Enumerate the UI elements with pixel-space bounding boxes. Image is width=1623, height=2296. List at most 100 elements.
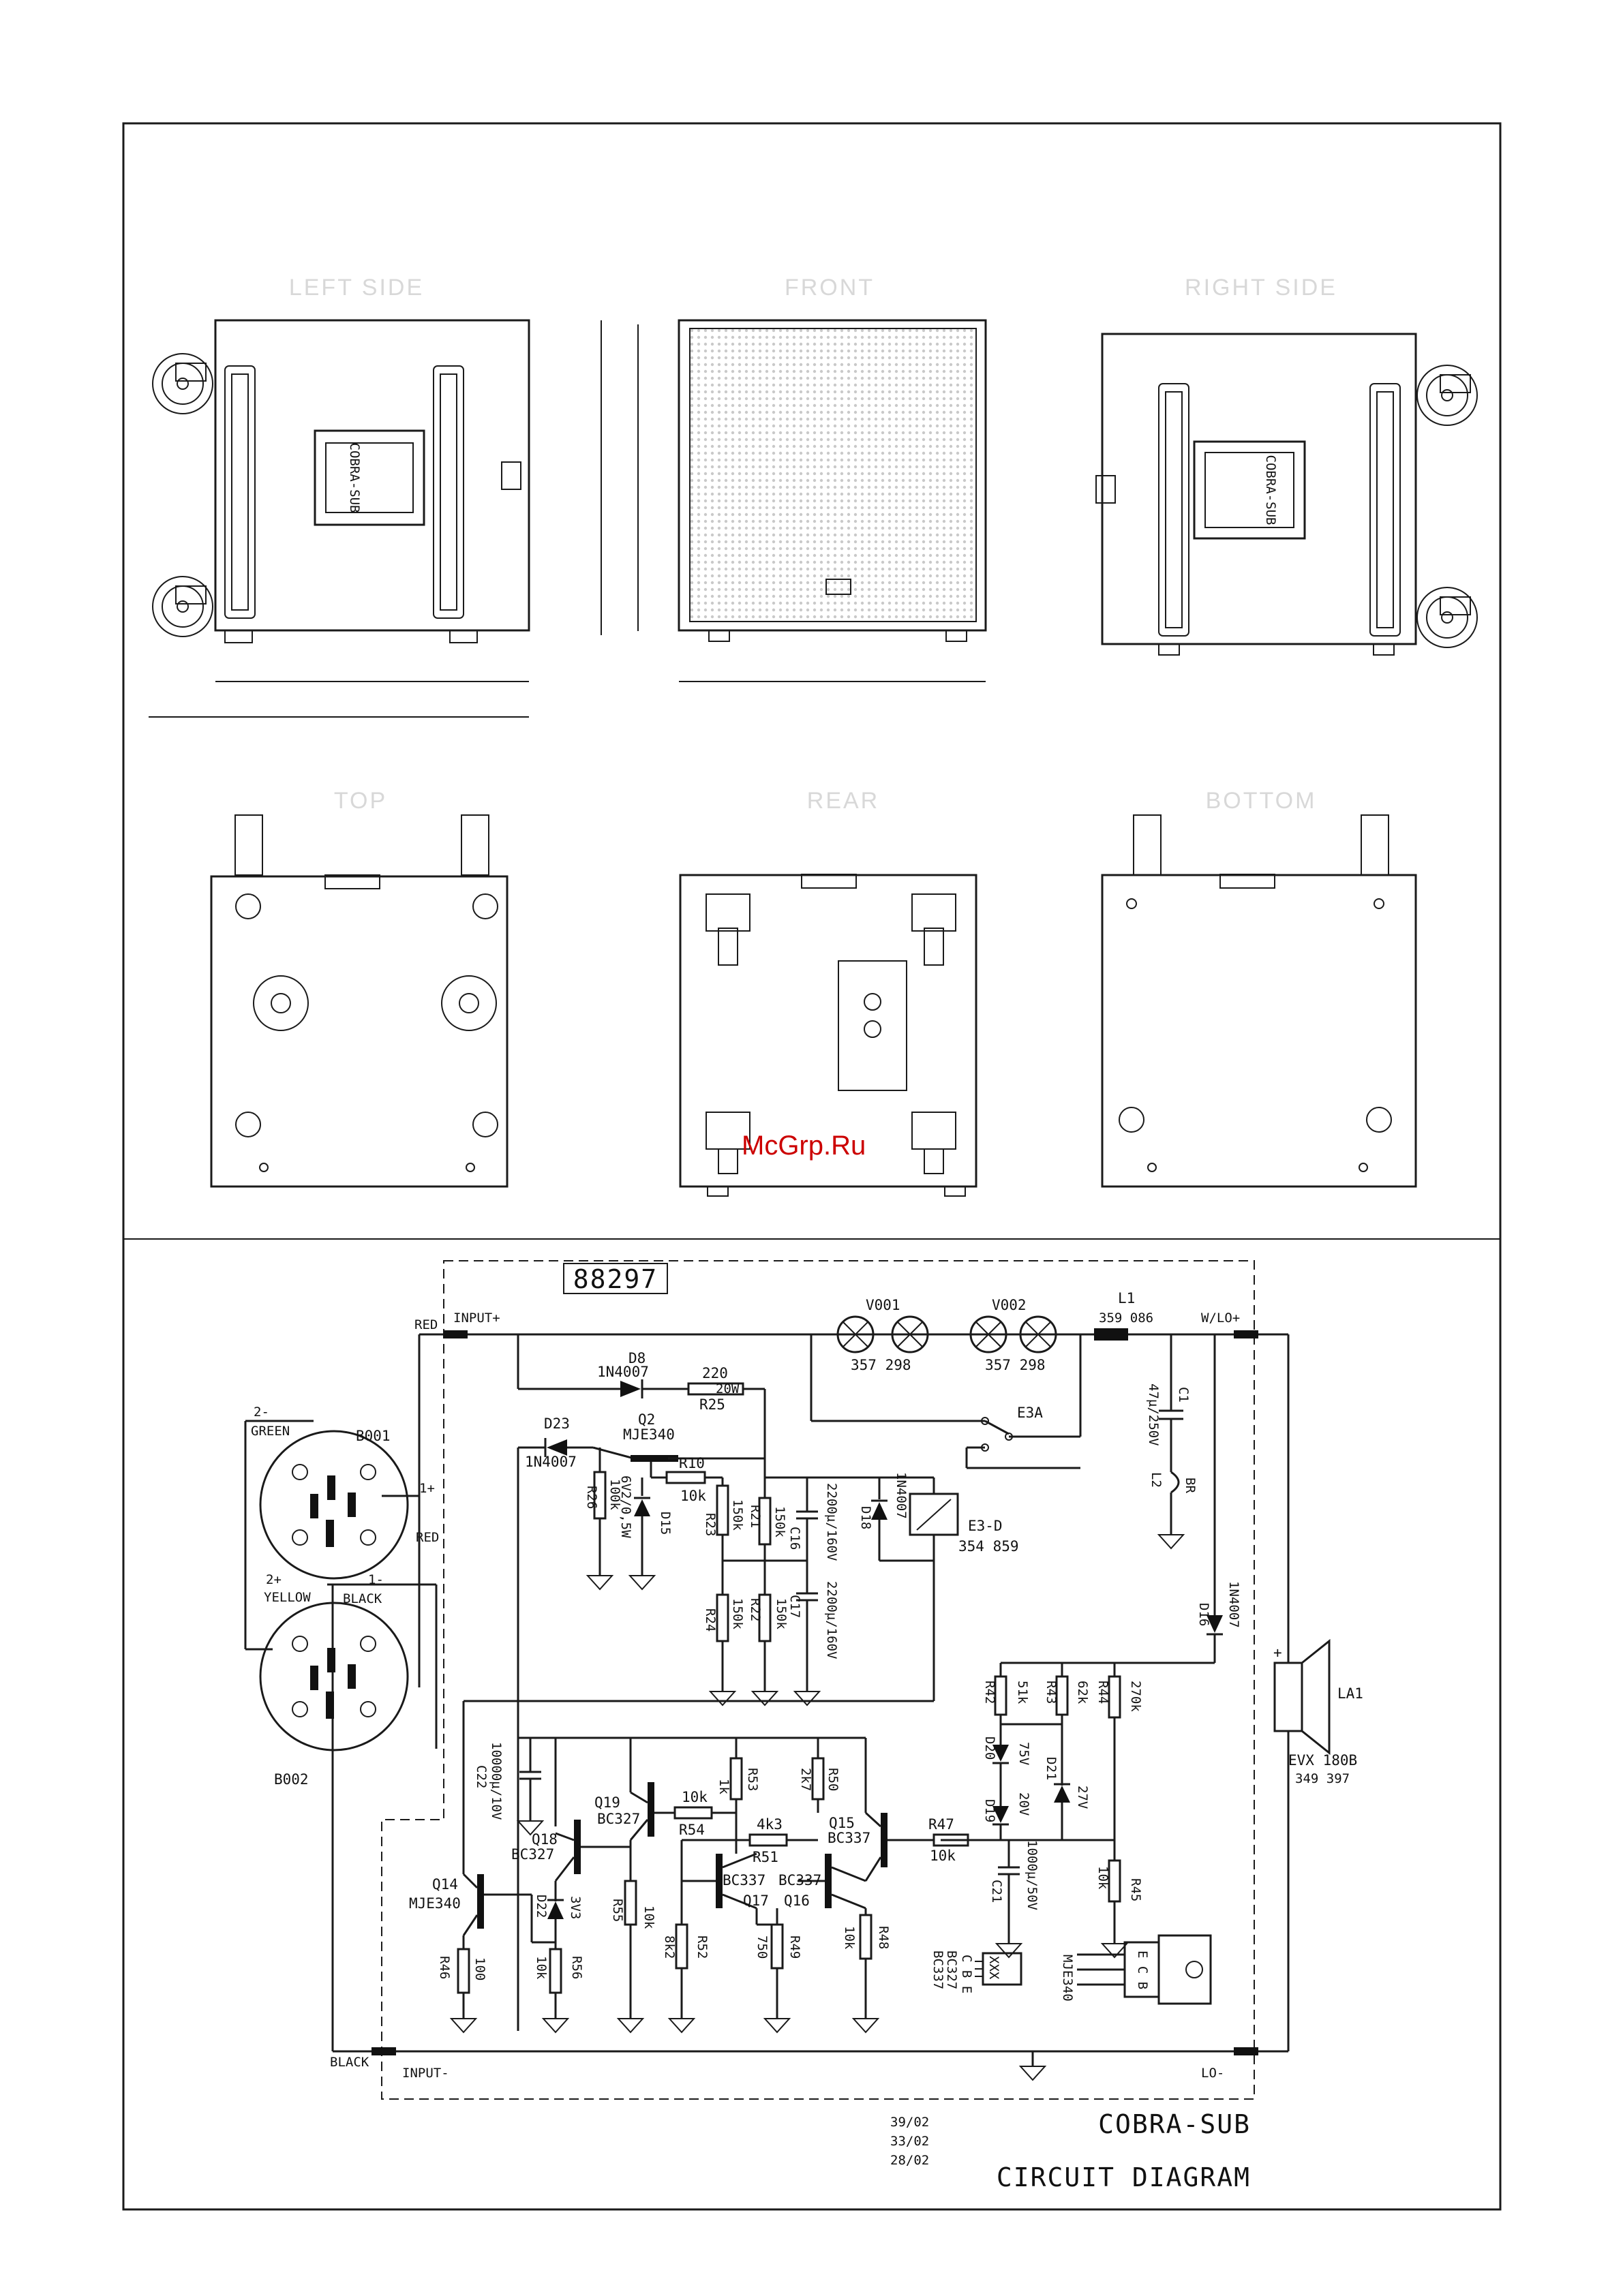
- r25-value: 220: [702, 1365, 728, 1381]
- r47-value: 10k: [930, 1848, 956, 1864]
- r56-value: 10k: [534, 1956, 549, 1980]
- r50-value: 2k7: [798, 1768, 813, 1791]
- r45-value: 10k: [1095, 1866, 1110, 1890]
- d22-ref: D22: [534, 1895, 549, 1918]
- r46-ref: R46: [437, 1956, 452, 1979]
- r10-ref: R10: [679, 1455, 705, 1471]
- label-w-lo-plus: W/LO+: [1201, 1311, 1240, 1326]
- r10-value: 10k: [680, 1488, 706, 1504]
- r45-ref: R45: [1128, 1878, 1143, 1901]
- r52-ref: R52: [695, 1935, 710, 1959]
- label-green: GREEN: [251, 1424, 290, 1439]
- r49-value: 750: [755, 1935, 770, 1959]
- c22-ref: C22: [474, 1765, 489, 1788]
- board-id: 88297: [573, 1264, 658, 1294]
- r43-ref: R43: [1044, 1681, 1059, 1704]
- r53-ref: R53: [745, 1768, 760, 1791]
- circuit-diagram: 88297 INPUT+ W/LO+ INPUT- LO- RED RED BL…: [244, 1260, 1363, 2192]
- view-title-rear: REAR: [807, 788, 879, 814]
- rear-view: [679, 874, 977, 1197]
- la1-plus: +: [1273, 1644, 1282, 1661]
- r50-ref: R50: [825, 1768, 840, 1791]
- d22-value: 3V3: [568, 1896, 583, 1919]
- d18-ref: D18: [858, 1506, 873, 1529]
- r43-value: 62k: [1075, 1681, 1090, 1704]
- watermark: McGrp.Ru: [742, 1131, 866, 1161]
- r23-value: 150k: [730, 1499, 745, 1531]
- d21-ref: D21: [1044, 1757, 1059, 1780]
- left-side-view: COBRA-SUB: [149, 319, 530, 718]
- date-3: 28/02: [890, 2153, 929, 2168]
- b001-label: B001: [356, 1428, 391, 1444]
- top-view: [210, 814, 509, 1188]
- q16-value: BC337: [778, 1872, 821, 1888]
- d23-value: 1N4007: [525, 1454, 577, 1470]
- r44-ref: R44: [1095, 1681, 1110, 1704]
- view-title-top: TOP: [334, 788, 387, 814]
- lamp-v001: V001 357 298: [836, 1297, 929, 1373]
- q18-value: BC327: [511, 1846, 554, 1863]
- connector-b002: B002: [259, 1602, 409, 1788]
- l2-ref: L2: [1149, 1472, 1164, 1488]
- r42-ref: R42: [982, 1681, 997, 1704]
- pinout-small-part-a: BC327: [944, 1950, 959, 1989]
- d20-ref: D20: [982, 1736, 997, 1760]
- r25-power: 20W: [716, 1381, 740, 1396]
- d16-value: 1N4007: [1226, 1581, 1241, 1628]
- r53-value: 1k: [716, 1779, 731, 1794]
- right-plate-text: COBRA-SUB: [1263, 455, 1278, 525]
- label-lo-minus: LO-: [1201, 2066, 1224, 2081]
- q14-ref: Q14: [432, 1876, 458, 1893]
- r51-value: 4k3: [757, 1816, 783, 1833]
- c1-ref: C1: [1176, 1387, 1191, 1403]
- r44-value: 270k: [1128, 1681, 1143, 1712]
- d8-ref: D8: [628, 1350, 646, 1366]
- inductor-l1: L1 359 086: [1094, 1290, 1153, 1341]
- la1-ref: LA1: [1337, 1685, 1363, 1702]
- q15-ref: Q15: [829, 1815, 855, 1831]
- lamp-v002: V002 357 298: [969, 1297, 1057, 1373]
- r55-ref: R55: [610, 1899, 625, 1922]
- q2-ref: Q2: [638, 1411, 655, 1428]
- pinout-small-marks: XXX: [986, 1956, 1001, 1980]
- r55-value: 10k: [641, 1905, 656, 1929]
- r52-value: 8k2: [662, 1935, 677, 1959]
- q15-value: BC337: [828, 1830, 870, 1846]
- la1-part: 349 397: [1295, 1771, 1350, 1786]
- la1-model: EVX 180B: [1288, 1752, 1357, 1769]
- l1-part: 359 086: [1099, 1311, 1153, 1326]
- relay-part: 354 859: [958, 1538, 1019, 1555]
- d8-value: 1N4007: [597, 1364, 649, 1380]
- pinout-small-part-b: BC337: [930, 1950, 945, 1989]
- v001-ref: V001: [866, 1297, 900, 1313]
- view-title-bottom: BOTTOM: [1206, 788, 1317, 814]
- c22-value: 10000µ/10V: [489, 1742, 504, 1820]
- c17-ref: C17: [787, 1595, 802, 1618]
- d19-value: 20V: [1016, 1792, 1031, 1816]
- view-title-front: FRONT: [785, 275, 875, 301]
- q16-ref: Q16: [784, 1893, 810, 1909]
- q2-value: MJE340: [623, 1426, 675, 1443]
- label-2-plus: 2+: [266, 1572, 282, 1587]
- board-id-box: [563, 1263, 668, 1294]
- right-side-view: COBRA-SUB: [1095, 333, 1478, 656]
- c16-value: 2200µ/160V: [824, 1483, 839, 1561]
- q14-value: MJE340: [409, 1895, 461, 1912]
- d16-ref: D16: [1196, 1603, 1211, 1626]
- r26-value: 100k: [607, 1479, 622, 1510]
- c17-value: 2200µ/160V: [824, 1581, 839, 1659]
- r23-ref: R23: [703, 1513, 718, 1536]
- v002-part: 357 298: [985, 1357, 1046, 1373]
- v002-ref: V002: [992, 1297, 1027, 1313]
- r25-ref: R25: [699, 1396, 725, 1413]
- c1-value: 47µ/250V: [1146, 1383, 1161, 1446]
- label-red-2: RED: [416, 1530, 439, 1545]
- board-outline: [381, 1260, 1255, 2100]
- date-2: 33/02: [890, 2134, 929, 2149]
- r49-ref: R49: [787, 1935, 802, 1959]
- q19-value: BC327: [597, 1811, 640, 1827]
- r48-ref: R48: [876, 1926, 891, 1949]
- v001-part: 357 298: [851, 1357, 911, 1373]
- r47-ref: R47: [928, 1816, 954, 1833]
- front-view: [601, 319, 987, 682]
